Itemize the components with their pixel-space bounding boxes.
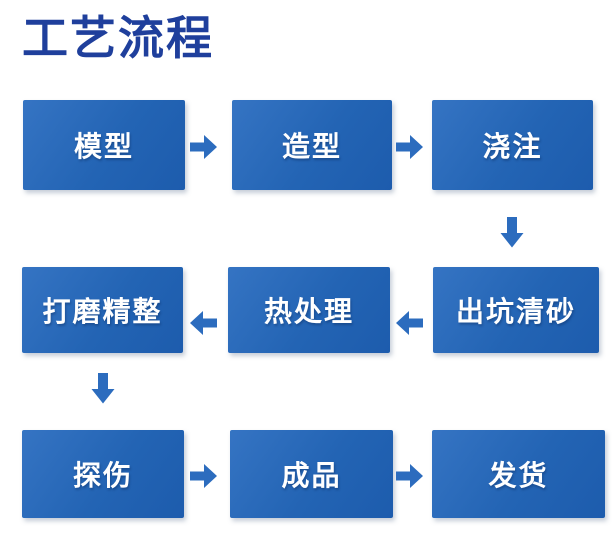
step-molding: 造型 (232, 100, 392, 190)
step-flaw-detection-label: 探伤 (72, 460, 133, 491)
step-pouring: 浇注 (432, 100, 593, 190)
step-flaw-detection: 探伤 (22, 430, 184, 518)
step-molding-label: 造型 (281, 131, 342, 162)
step-model: 模型 (23, 100, 185, 190)
step-grinding-finishing: 打磨精整 (22, 267, 183, 353)
arrow-right-icon (190, 135, 217, 159)
step-finished-product: 成品 (230, 430, 393, 518)
connector-model-to-molding (190, 133, 218, 161)
connector-flaw-detection-to-finished (190, 462, 218, 490)
step-shipping: 发货 (432, 430, 605, 518)
step-pit-removal-sand-cleaning: 出坑清砂 (433, 267, 599, 353)
step-heat-treatment: 热处理 (228, 267, 390, 353)
arrow-down-icon (500, 217, 524, 248)
arrow-down-icon (91, 373, 115, 404)
connector-pit-cleaning-to-heat-treatment (396, 309, 424, 337)
arrow-right-icon (396, 135, 423, 159)
connector-heat-treatment-to-grinding (190, 309, 218, 337)
arrow-left-icon (396, 311, 423, 335)
step-finished-product-label: 成品 (281, 460, 342, 491)
step-shipping-label: 发货 (488, 460, 549, 491)
step-pit-removal-sand-cleaning-label: 出坑清砂 (455, 296, 576, 327)
arrow-right-icon (190, 464, 217, 488)
arrow-right-icon (396, 464, 423, 488)
step-heat-treatment-label: 热处理 (263, 296, 354, 327)
step-model-label: 模型 (73, 131, 134, 162)
connector-molding-to-pouring (396, 133, 424, 161)
step-grinding-finishing-label: 打磨精整 (42, 296, 163, 327)
step-pouring-label: 浇注 (482, 131, 543, 162)
arrow-left-icon (190, 311, 217, 335)
page-title: 工艺流程 (22, 12, 214, 64)
connector-grinding-to-flaw-detection (91, 373, 115, 404)
connector-pouring-to-pit-cleaning (500, 217, 524, 248)
connector-finished-to-shipping (396, 462, 424, 490)
